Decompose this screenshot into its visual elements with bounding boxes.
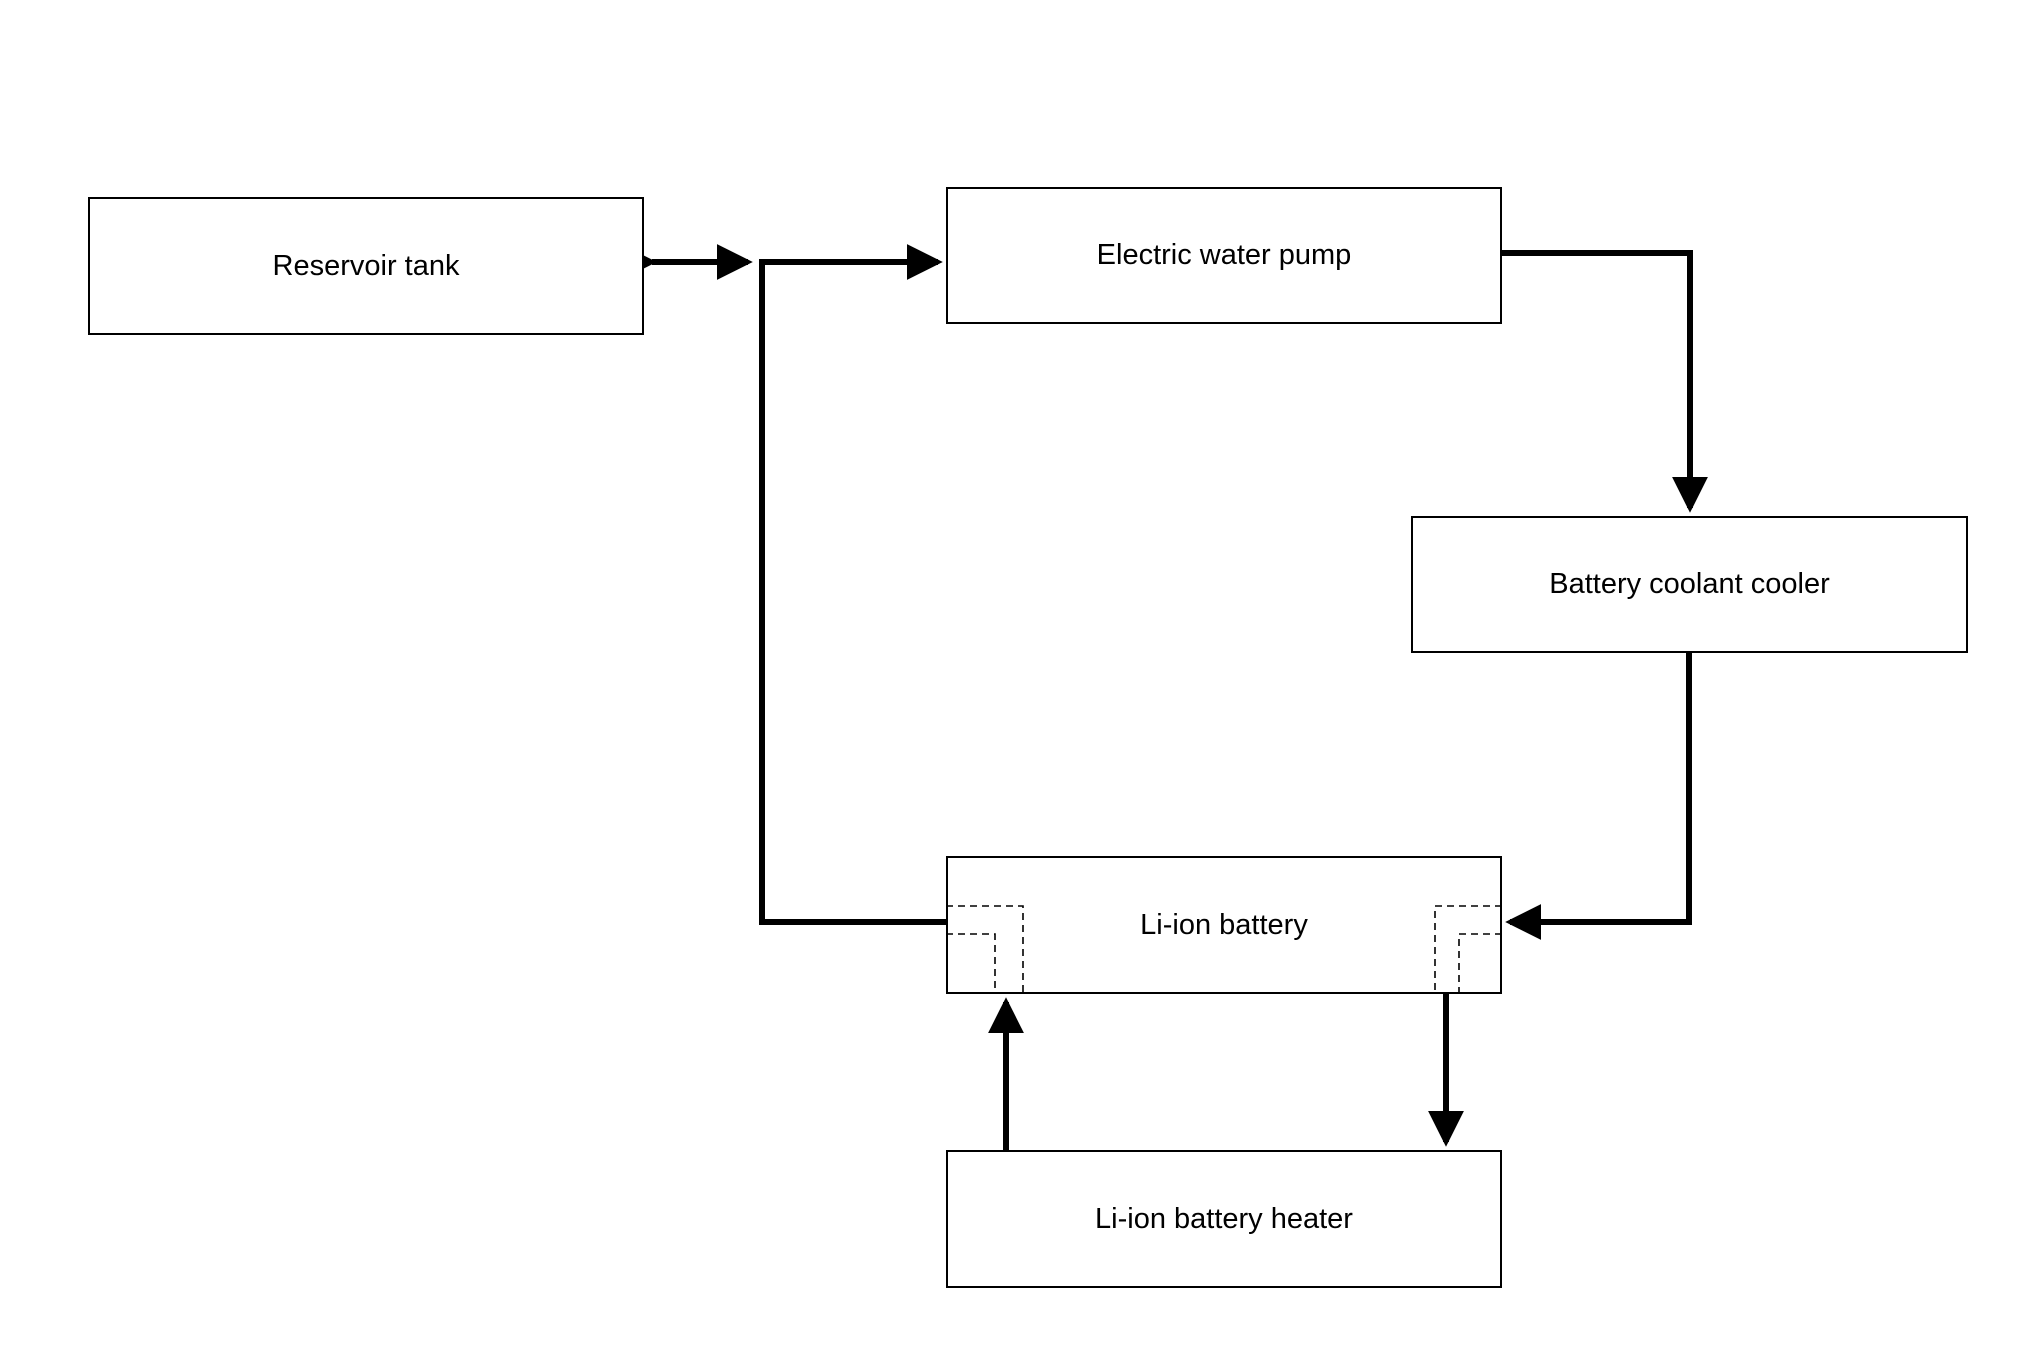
li-ion-battery-heater-box: Li-ion battery heater <box>946 1150 1502 1288</box>
electric-water-pump-box: Electric water pump <box>946 187 1502 324</box>
battery-coolant-cooler-label: Battery coolant cooler <box>1549 568 1830 600</box>
li-ion-battery-box: Li-ion battery <box>946 856 1502 994</box>
return-line-arrow <box>759 244 946 925</box>
li-ion-battery-heater-label: Li-ion battery heater <box>1095 1202 1353 1235</box>
electric-water-pump-label: Electric water pump <box>1096 239 1352 271</box>
pump-to-cooler-arrow <box>1502 250 1708 513</box>
battery-coolant-cooler-box: Battery coolant cooler <box>1411 516 1968 653</box>
reservoir-tank-box: Reservoir tank <box>88 197 644 335</box>
li-ion-battery-label: Li-ion battery <box>1140 908 1308 941</box>
cooler-to-battery-arrow <box>1505 653 1692 940</box>
reservoir-tank-label: Reservoir tank <box>272 249 460 282</box>
